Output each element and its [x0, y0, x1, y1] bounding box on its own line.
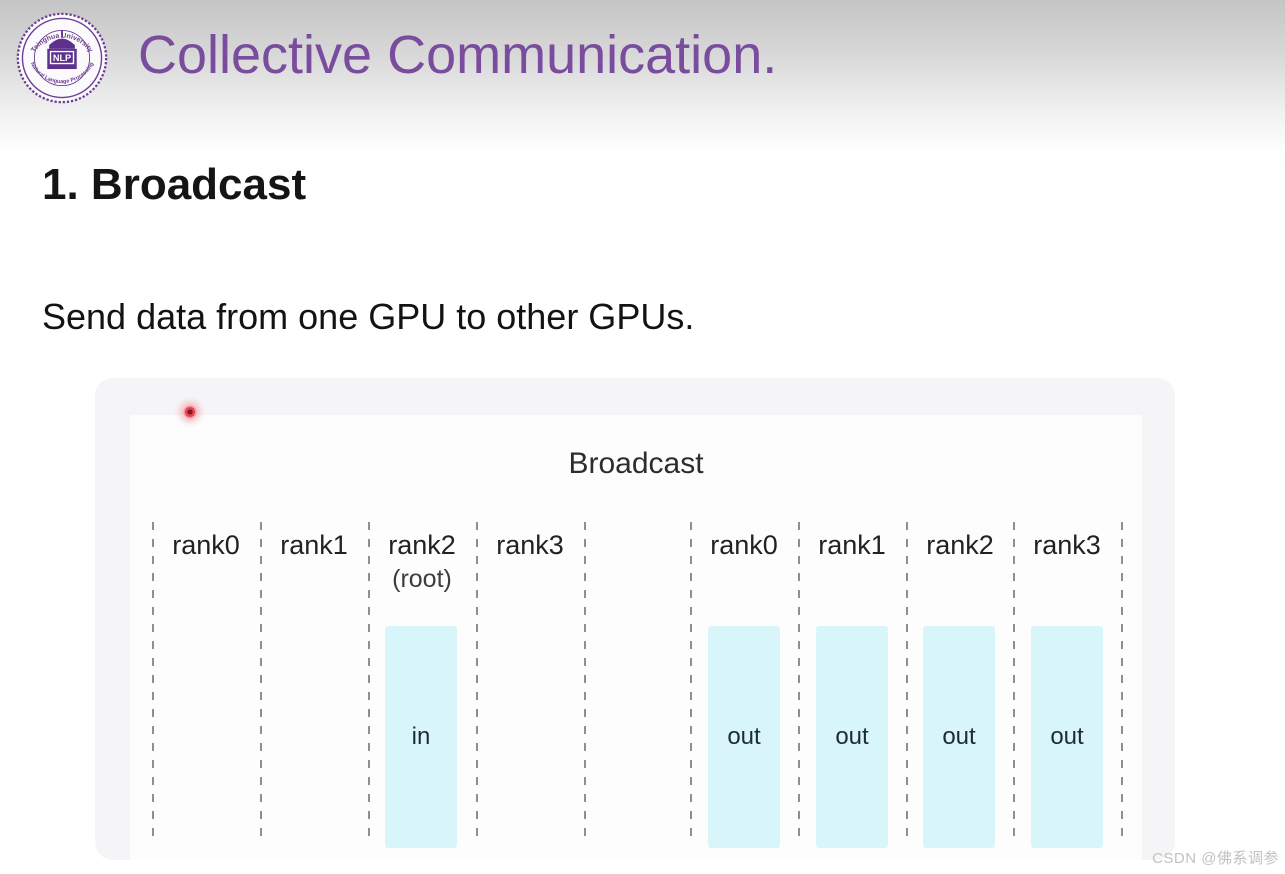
rank-label-right-2: rank2 — [926, 530, 994, 560]
rank-label-left-3: rank3 — [496, 530, 564, 560]
input-block: in — [385, 626, 457, 848]
column-divider — [1121, 522, 1123, 845]
nlp-logo: Tsinghua University Natural Language Pro… — [16, 10, 108, 106]
column-divider — [906, 522, 908, 845]
output-block-1: out — [816, 626, 888, 848]
laser-pointer-dot — [183, 405, 197, 419]
section-subtitle: Send data from one GPU to other GPUs. — [42, 296, 695, 337]
column-divider — [368, 522, 370, 845]
seal-spire-icon — [61, 30, 63, 38]
rank-label-right-0: rank0 — [710, 530, 778, 560]
rank-label-left-1: rank1 — [280, 530, 348, 560]
rank-label-left-0: rank0 — [172, 530, 240, 560]
root-sublabel: (root) — [392, 565, 452, 593]
csdn-watermark: CSDN @佛系调参 — [1152, 850, 1279, 867]
page-title: Collective Communication. — [138, 25, 778, 85]
output-block-3: out — [1031, 626, 1103, 848]
column-divider — [690, 522, 692, 845]
seal-dome-icon — [49, 38, 75, 49]
output-block-2: out — [923, 626, 995, 848]
rank-label-left-2: rank2 — [388, 530, 456, 560]
nlp-logo-seal: Tsinghua University Natural Language Pro… — [16, 12, 108, 104]
column-divider — [476, 522, 478, 845]
column-divider — [584, 522, 586, 845]
column-divider — [260, 522, 262, 845]
seal-nlp-box — [49, 50, 75, 65]
seal-middle-ring — [21, 17, 103, 99]
diagram-title: Broadcast — [568, 447, 704, 480]
column-divider — [152, 522, 154, 845]
column-divider — [798, 522, 800, 845]
section-heading: 1. Broadcast — [42, 160, 307, 209]
output-block-0: out — [708, 626, 780, 848]
rank-label-right-1: rank1 — [818, 530, 886, 560]
rank-label-right-3: rank3 — [1033, 530, 1101, 560]
seal-nlp-text: NLP — [53, 53, 71, 63]
column-divider — [1013, 522, 1015, 845]
